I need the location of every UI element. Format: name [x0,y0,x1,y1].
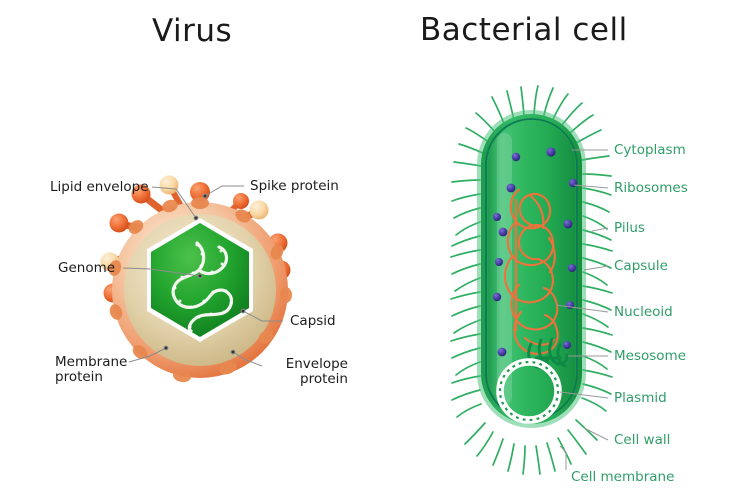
bacterial-cell-title: Bacterial cell [420,12,628,48]
label-cell-wall: Cell wall [614,432,671,448]
leader-cell-membrane [559,445,567,470]
genome-strand [171,241,234,333]
label-plasmid: Plasmid [614,390,667,406]
plasmid-ring [496,358,562,424]
leader-plasmid [559,391,609,399]
leader-genome [122,267,201,277]
label-spike-protein: Spike protein [250,178,339,194]
cell-highlight [497,133,512,405]
label-genome: Genome [58,260,116,276]
label-envelope-protein: Envelope protein [270,357,348,387]
leader-nucleoid [555,304,609,313]
label-capsule: Capsule [614,258,668,274]
cell-membrane-layer [485,118,578,420]
leader-capsule [583,265,609,271]
capsid-shape [147,218,253,342]
membrane-protein-group [108,197,292,383]
bacterial-cell [450,85,613,475]
leader-ribosomes [573,184,609,189]
label-envelope-protein-line1: Envelope [285,356,348,372]
bacteria-leader-lines [555,149,609,470]
label-cell-membrane: Cell membrane [571,469,675,485]
mesosome-shape [527,337,569,369]
virus-envelope-outer [112,202,288,378]
ribosome-group [492,147,578,357]
label-ribosomes: Ribosomes [614,180,688,196]
genome-beads [173,243,233,329]
leader-pilus [591,227,609,232]
virus-particle [100,175,292,383]
leader-lipid-envelope [151,186,197,219]
label-membrane-protein: Membrane protein [55,355,127,385]
virus-title: Virus [152,13,233,49]
label-pilus: Pilus [614,220,645,236]
virus-envelope-lumen [124,214,276,366]
label-nucleoid: Nucleoid [614,304,673,320]
leader-capsid [242,310,283,322]
leader-envelope-protein [232,351,263,367]
label-cytoplasm: Cytoplasm [614,142,686,158]
capsule-layer [477,110,586,428]
nucleoid-dna [503,188,559,355]
label-membrane-protein-line2: protein [55,369,103,385]
label-envelope-protein-line2: protein [300,371,348,387]
cytoplasm-body [488,121,575,417]
leader-spike-protein [204,185,244,197]
cell-wall-layer [481,114,582,424]
label-lipid-envelope: Lipid envelope [50,179,149,195]
spike-protein-group [100,175,291,366]
leader-cell-wall [583,427,609,441]
label-capsid: Capsid [290,313,336,329]
pili-group [450,85,613,475]
label-mesosome: Mesosome [614,348,686,364]
virus-leader-lines [122,185,283,367]
leader-membrane-protein [128,347,167,363]
label-membrane-protein-line1: Membrane [55,354,128,370]
